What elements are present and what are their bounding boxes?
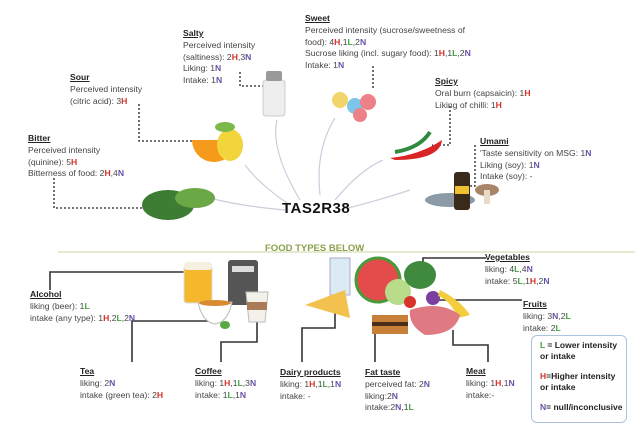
tea-line: liking: 2N — [80, 377, 116, 388]
bitter-line: Perceived intensity — [28, 144, 101, 155]
dotted-connectors — [53, 66, 476, 209]
beer-mug-icon — [183, 262, 213, 304]
alcohol-title: Alcohol — [30, 289, 62, 299]
salty-line: Intake: 1N — [183, 75, 223, 86]
fruits-line: liking: 3N,2L — [523, 310, 571, 321]
sour-line: (citric acid): 3H — [70, 95, 128, 106]
vegetables-title: Vegetables — [485, 252, 530, 262]
salty-line: Liking: 1N — [183, 63, 222, 74]
sweet-title: Sweet — [305, 13, 330, 23]
food-pile-icon — [305, 256, 470, 335]
legend-item-null: N= null/inconclusive — [540, 402, 623, 412]
fruits-title: Fruits — [523, 299, 547, 309]
coffee-line: liking: 1H,1L,3N — [195, 377, 257, 388]
fruits-line: intake: 2L — [523, 322, 561, 333]
fat-line: perceived fat: 2N — [365, 378, 430, 389]
umami-line: 'Taste sensitivity on MSG: 1N — [480, 147, 592, 158]
chili-icon — [390, 130, 442, 160]
salty-title: Salty — [183, 28, 204, 38]
vegetables-line: intake: 5L,1H,2N — [485, 275, 550, 286]
fat-line: liking:2N — [365, 390, 398, 401]
sweet-line: food): 4H,1L,2N — [305, 36, 367, 47]
meat-line: liking: 1H,1N — [466, 377, 515, 388]
salty-line: (saltiness): 2H,3N — [183, 51, 252, 62]
salt-shaker-icon — [262, 71, 286, 117]
spicy-line: Oral burn (capsaicin): 1H — [435, 87, 531, 98]
alcohol-line: intake (any type): 1H,2L,2N — [30, 312, 136, 323]
legend-box: L = Lower intensity or intake H=Higher i… — [531, 335, 627, 423]
tea-title: Tea — [80, 366, 95, 376]
dairy-line: intake: - — [280, 390, 311, 401]
tea-line: intake (green tea): 2H — [80, 389, 164, 400]
salty-line: Perceived intensity — [183, 39, 256, 50]
umami-line: Intake (soy): - — [480, 171, 533, 182]
coffee-title: Coffee — [195, 366, 222, 376]
dairy-line: liking: 1H,1L,1N — [280, 378, 342, 389]
meat-title: Meat — [466, 366, 486, 376]
fat-line: intake:2N,1L — [365, 402, 414, 413]
citrus-icon — [192, 122, 243, 162]
coffee-cup-icon — [245, 291, 269, 323]
center-gene-label: TAS2R38 — [282, 200, 351, 217]
meat-line: intake:- — [466, 389, 495, 400]
dairy-title: Dairy products — [280, 367, 341, 377]
soy-sauce-fish-mushroom-icon — [425, 172, 499, 210]
bitter-title: Bitter — [28, 133, 51, 143]
vegetables-line: liking: 4L,4N — [485, 263, 533, 274]
bitter-line: Bitterness of food: 2H,4N — [28, 168, 125, 179]
fat-title: Fat taste — [365, 367, 401, 377]
tea-cup-icon — [197, 300, 233, 329]
candy-icon — [332, 92, 376, 122]
sweet-line: Intake: 1N — [305, 60, 345, 71]
sour-title: Sour — [70, 72, 90, 82]
coffee-line: intake: 1L,1N — [195, 389, 247, 400]
legend-item-higher: H=Higher intensity or intake — [540, 371, 616, 392]
alcohol-line: liking (beer): 1L — [30, 300, 90, 311]
bitter-greens-icon — [142, 188, 215, 220]
umami-title: Umami — [480, 136, 509, 146]
bitter-line: (quinine): 5H — [28, 156, 78, 167]
legend-item-lower: L = Lower intensity or intake — [540, 340, 618, 361]
umami-line: Liking (soy): 1N — [480, 159, 540, 170]
section-label: FOOD TYPES BELOW — [265, 243, 365, 254]
spicy-line: Liking of chilli: 1H — [435, 99, 502, 110]
sweet-line: Perceived intensity (sucrose/sweetness o… — [305, 24, 466, 35]
spicy-title: Spicy — [435, 76, 458, 86]
sour-line: Perceived intensity — [70, 83, 143, 94]
sweet-line: Sucrose liking (incl. sugary food): 1H,1… — [305, 48, 471, 59]
